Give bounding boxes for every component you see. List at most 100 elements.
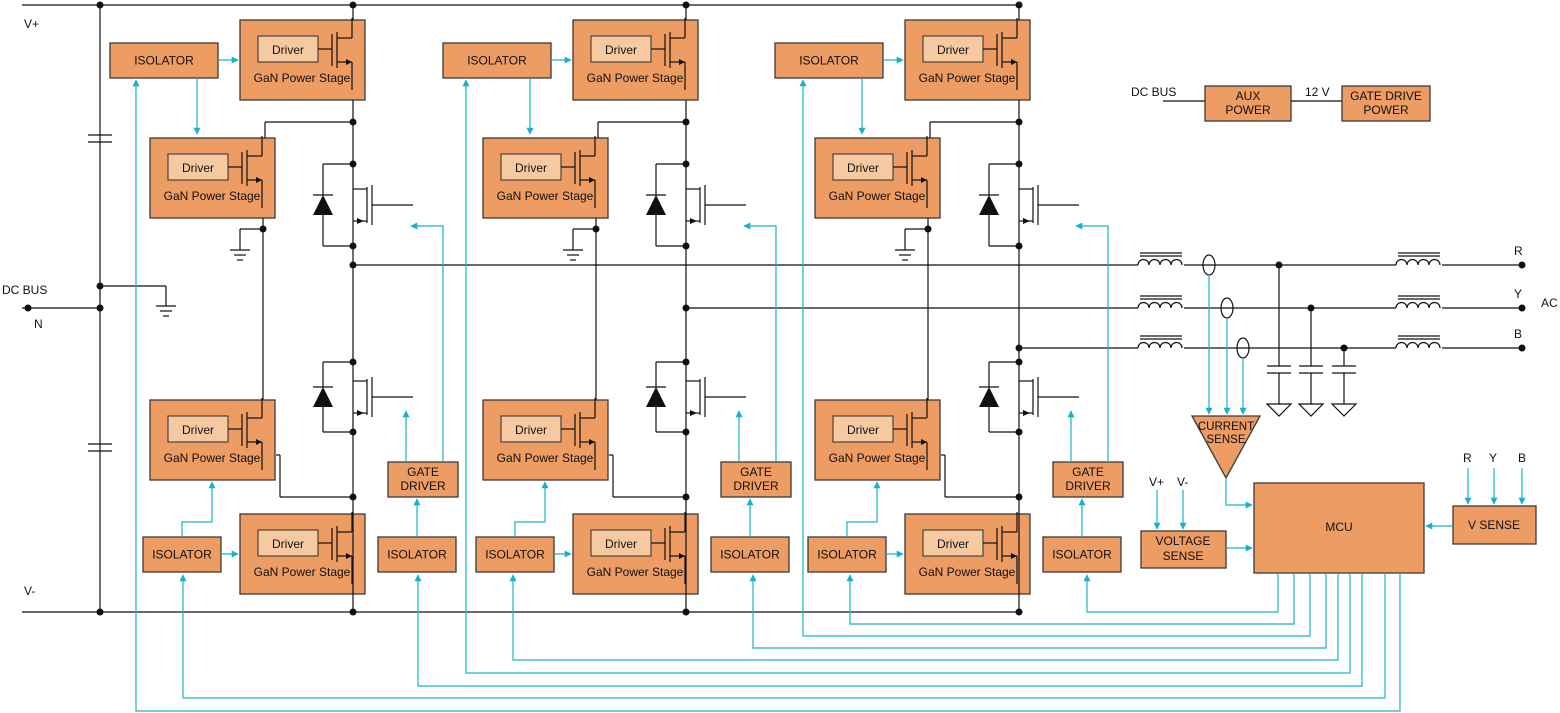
filter-inductor xyxy=(1137,335,1184,360)
voltage-sense-line2: SENSE xyxy=(1163,549,1204,563)
gan-stage-caption: GaN Power Stage xyxy=(829,451,926,465)
vminus-label: V- xyxy=(24,584,35,598)
isolator-gate xyxy=(377,536,457,573)
gan-stage-caption: GaN Power Stage xyxy=(254,71,351,85)
v-sense-block xyxy=(1452,505,1537,545)
mcu-label: MCU xyxy=(1325,520,1352,534)
driver-label: Driver xyxy=(515,161,547,175)
aux-power-line2: POWER xyxy=(1225,103,1271,117)
output-y-label: Y xyxy=(1514,287,1522,301)
aux-power-section xyxy=(1163,85,1431,122)
isolator-bottom-label: ISOLATOR xyxy=(152,548,212,562)
isolator-bottom xyxy=(807,536,887,573)
voltage-sense-line1: VOLTAGE xyxy=(1156,534,1211,548)
v-sense-label: V SENSE xyxy=(1468,518,1520,532)
gate-driver-line1: GATE xyxy=(1072,465,1104,479)
filter-inductor xyxy=(1395,335,1442,360)
isolator-top-label: ISOLATOR xyxy=(799,54,859,68)
gan-stage-caption: GaN Power Stage xyxy=(497,189,594,203)
filter-capacitor xyxy=(1330,344,1358,417)
filter-capacitor xyxy=(1265,261,1293,417)
driver-label: Driver xyxy=(515,423,547,437)
voltage-sense-block xyxy=(1140,530,1227,569)
gate-drive-power-block xyxy=(1341,85,1431,122)
neutral-label: N xyxy=(34,317,43,331)
aux-dcbus-label: DC BUS xyxy=(1131,85,1176,99)
mcu-block xyxy=(1253,482,1425,574)
isolator-gate-label: ISOLATOR xyxy=(1052,548,1112,562)
gate-driver xyxy=(1052,461,1124,498)
gate-driver-line1: GATE xyxy=(407,465,439,479)
current-sense-block xyxy=(1190,415,1262,480)
current-sense-line2: SENSE xyxy=(1207,434,1246,446)
dcbus-label: DC BUS xyxy=(2,283,47,297)
driver-label: Driver xyxy=(182,161,214,175)
driver-label: Driver xyxy=(937,537,969,551)
isolator-bottom-label: ISOLATOR xyxy=(817,548,877,562)
v-sense-b: B xyxy=(1518,451,1526,465)
v-sense-y: Y xyxy=(1489,451,1497,465)
driver-label: Driver xyxy=(272,537,304,551)
filter-inductor xyxy=(1137,295,1184,320)
driver-label: Driver xyxy=(605,43,637,57)
gate-driver xyxy=(720,461,792,498)
gan-stage-caption: GaN Power Stage xyxy=(254,565,351,579)
signal-wires xyxy=(132,56,1526,712)
driver-label: Driver xyxy=(182,423,214,437)
power-rails xyxy=(22,1,1020,616)
isolator-gate xyxy=(1042,536,1122,573)
isolator-top-label: ISOLATOR xyxy=(467,54,527,68)
gan-stage-caption: GaN Power Stage xyxy=(497,451,594,465)
gate-driver-line2: DRIVER xyxy=(1065,479,1111,493)
isolator-bottom-label: ISOLATOR xyxy=(485,548,545,562)
isolator-gate xyxy=(710,536,790,573)
phase-leg-3 xyxy=(774,1,1124,616)
gan-stage-caption: GaN Power Stage xyxy=(164,189,261,203)
driver-box xyxy=(922,35,984,63)
gan-stage-caption: GaN Power Stage xyxy=(919,565,1016,579)
phase-leg-2 xyxy=(442,1,792,616)
gate-driver-line2: DRIVER xyxy=(733,479,779,493)
isolator-gate-label: ISOLATOR xyxy=(387,548,447,562)
output-r-label: R xyxy=(1514,244,1523,258)
driver-box xyxy=(922,529,984,557)
driver-label: Driver xyxy=(605,537,637,551)
driver-box xyxy=(832,415,894,443)
voltage-sense-vminus: V- xyxy=(1177,475,1188,489)
driver-box xyxy=(832,153,894,181)
gate-driver-line1: GATE xyxy=(740,465,772,479)
driver-label: Driver xyxy=(847,161,879,175)
ac-label: AC xyxy=(1541,296,1558,310)
gate-driver xyxy=(387,461,459,498)
v-sense-r: R xyxy=(1463,451,1472,465)
vplus-label: V+ xyxy=(24,17,39,31)
driver-box xyxy=(167,153,229,181)
current-sense-line1: CURRENT xyxy=(1198,421,1254,433)
driver-box xyxy=(500,415,562,443)
driver-label: Driver xyxy=(272,43,304,57)
isolator-top-label: ISOLATOR xyxy=(134,54,194,68)
gate-drive-power-line2: POWER xyxy=(1363,103,1409,117)
aux-power-line1: AUX xyxy=(1236,89,1261,103)
filter-capacitor xyxy=(1297,304,1325,417)
filter-inductor xyxy=(1137,252,1184,277)
driver-label: Driver xyxy=(847,423,879,437)
voltage-sense-vplus: V+ xyxy=(1149,475,1164,489)
driver-label: Driver xyxy=(937,43,969,57)
filter-inductor xyxy=(1395,295,1442,320)
gan-stage-caption: GaN Power Stage xyxy=(587,565,684,579)
isolator-top xyxy=(442,42,552,79)
gan-stage-caption: GaN Power Stage xyxy=(919,71,1016,85)
isolator-top xyxy=(774,42,884,79)
gan-stage-caption: GaN Power Stage xyxy=(587,71,684,85)
dcbus-ground-symbol xyxy=(156,305,176,317)
gan-stage-caption: GaN Power Stage xyxy=(829,189,926,203)
driver-box xyxy=(590,529,652,557)
isolator-bottom xyxy=(475,536,555,573)
aux-voltage-label: 12 V xyxy=(1305,85,1330,99)
phase-leg-1 xyxy=(109,1,459,616)
gate-drive-power-line1: GATE DRIVE xyxy=(1350,89,1422,103)
phase-legs xyxy=(109,1,1124,616)
filter-inductor xyxy=(1395,252,1442,277)
